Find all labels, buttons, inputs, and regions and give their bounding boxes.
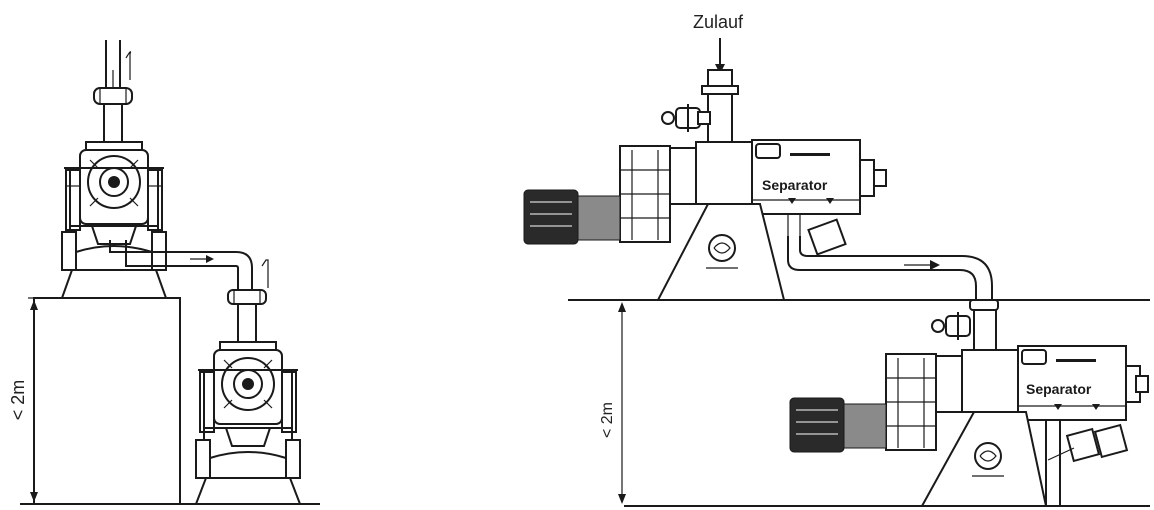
height-label-right: < 2m [599, 402, 616, 438]
inlet-label: Zulauf [693, 12, 744, 32]
separator-label-lower: Separator [1026, 381, 1092, 397]
separator-label-upper: Separator [762, 177, 828, 193]
height-label-left: < 2m [8, 380, 28, 421]
height-dimension-left [28, 297, 40, 502]
height-dimension-right [618, 302, 626, 504]
svg-text:▬▬▬▬: ▬▬▬▬ [1056, 354, 1096, 365]
svg-text:▬▬▬▬: ▬▬▬▬ [790, 148, 830, 159]
lower-separator-front [195, 289, 301, 505]
connecting-pipe-left [109, 240, 269, 292]
upper-separator-side: ▬▬▬▬ Separator [523, 38, 887, 301]
platform-block [33, 297, 181, 505]
lower-separator-side: ▬▬▬▬ Separator [789, 299, 1149, 507]
front-view: < 2m [8, 40, 320, 505]
upper-separator-front [61, 40, 167, 299]
connecting-pipe-right [787, 236, 993, 304]
side-view: Zulauf < 2m [523, 12, 1150, 507]
